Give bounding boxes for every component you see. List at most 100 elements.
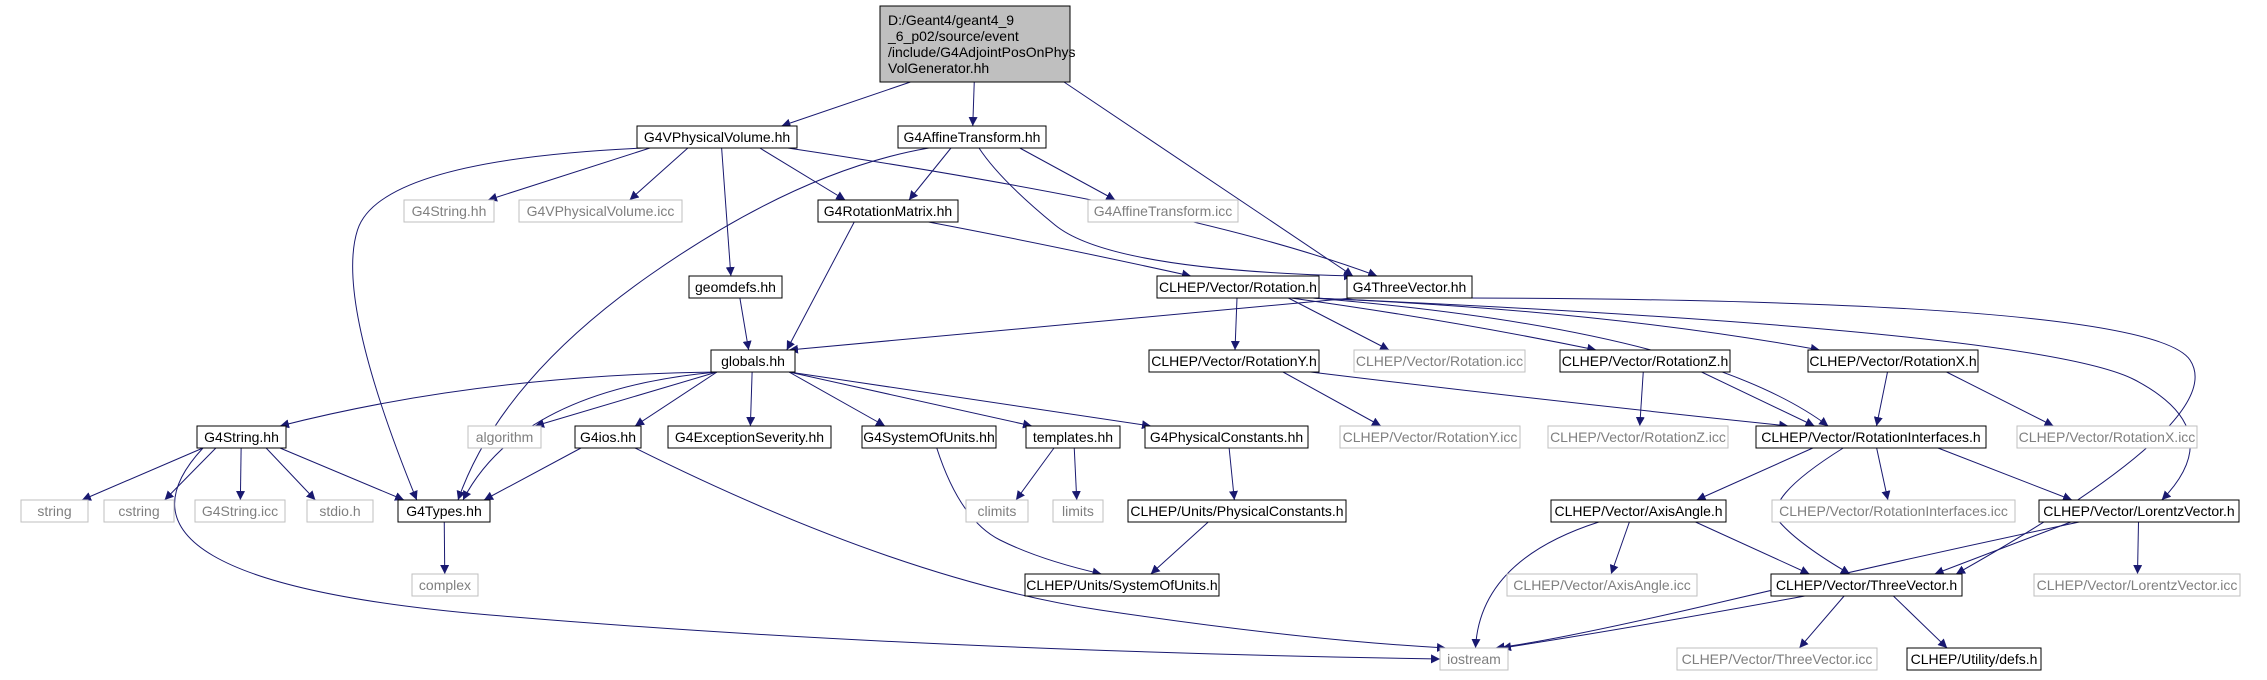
node-box	[1547, 425, 1729, 449]
edge-lorentz-to-clhep_threevector	[1934, 521, 2072, 575]
node-box	[1506, 573, 1698, 597]
node-geomdefs[interactable]: geomdefs.hh	[688, 275, 783, 299]
edge-axisangle-to-iostream	[1471, 521, 1600, 649]
edge-axisangle-to-axisangle_icc	[1609, 521, 1630, 575]
edge-globals-to-templates	[788, 371, 1033, 429]
node-label: CLHEP/Units/SystemOfUnits.h	[1026, 577, 1217, 593]
edge-g4string-to-string	[81, 447, 204, 501]
node-box	[1148, 349, 1320, 373]
edge-g4string-to-iostream	[174, 447, 1441, 664]
node-defs[interactable]: CLHEP/Utility/defs.h	[1906, 647, 2042, 671]
node-exception[interactable]: G4ExceptionSeverity.hh	[667, 425, 832, 449]
node-box	[1156, 275, 1320, 299]
node-clhep_sysunits[interactable]: CLHEP/Units/SystemOfUnits.h	[1024, 573, 1220, 597]
edge-rotinterfaces-to-rotinterfaces_icc	[1876, 447, 1891, 501]
node-label: climits	[978, 503, 1017, 519]
edge-axisangle-to-clhep_threevector	[1695, 521, 1810, 575]
node-label: CLHEP/Vector/RotationZ.icc	[1550, 429, 1726, 445]
node-box	[1807, 349, 1979, 373]
edge-affine-to-threevector	[978, 147, 1354, 281]
node-box	[1025, 425, 1121, 449]
node-cstring: cstring	[103, 499, 175, 523]
node-box	[467, 425, 542, 449]
node-label: G4VPhysicalVolume.hh	[644, 129, 790, 145]
node-g4ios[interactable]: G4ios.hh	[574, 425, 642, 449]
edge-root-to-affine	[968, 81, 978, 127]
node-label: G4SystemOfUnits.hh	[863, 429, 995, 445]
node-box	[688, 275, 783, 299]
node-box	[710, 349, 796, 373]
edge-g4string-to-g4types	[279, 447, 405, 501]
edge-rotationy-to-rotationy_icc	[1282, 371, 1382, 427]
node-box	[196, 425, 287, 449]
node-box	[403, 199, 495, 223]
node-g4string[interactable]: G4String.hh	[196, 425, 287, 449]
node-label: CLHEP/Vector/LorentzVector.h	[2043, 503, 2234, 519]
node-g4types[interactable]: G4Types.hh	[397, 499, 491, 523]
node-rotationz[interactable]: CLHEP/Vector/RotationZ.h	[1559, 349, 1731, 373]
node-box	[1439, 647, 1509, 671]
node-box	[2038, 499, 2240, 523]
node-label: G4AffineTransform.hh	[904, 129, 1041, 145]
node-rotinterfaces[interactable]: CLHEP/Vector/RotationInterfaces.h	[1755, 425, 1987, 449]
node-iostream: iostream	[1439, 647, 1509, 671]
node-root[interactable]: D:/Geant4/geant4_9_6_p02/source/event/in…	[879, 5, 1076, 83]
node-g4string_icc: G4String.icc	[194, 499, 286, 523]
node-box	[1559, 349, 1731, 373]
node-threevector[interactable]: G4ThreeVector.hh	[1346, 275, 1473, 299]
node-complex: complex	[411, 573, 479, 597]
edge-rotation-to-rotationz	[1290, 297, 1597, 353]
node-label: CLHEP/Vector/RotationZ.h	[1562, 353, 1729, 369]
node-threevector_icc: CLHEP/Vector/ThreeVector.icc	[1676, 647, 1878, 671]
node-box	[1771, 499, 2016, 523]
edge-rotationx-to-rotinterfaces	[1873, 371, 1888, 427]
node-templates[interactable]: templates.hh	[1025, 425, 1121, 449]
node-rotationy[interactable]: CLHEP/Vector/RotationY.h	[1148, 349, 1320, 373]
node-globals[interactable]: globals.hh	[710, 349, 796, 373]
node-clhep_threevector[interactable]: CLHEP/Vector/ThreeVector.h	[1770, 573, 1963, 597]
edge-root-to-vphys	[781, 81, 911, 128]
edge-affine-to-affine_icc	[1019, 147, 1116, 201]
node-rotation[interactable]: CLHEP/Vector/Rotation.h	[1156, 275, 1320, 299]
node-affine[interactable]: G4AffineTransform.hh	[897, 125, 1047, 149]
edge-rotation-to-rotationx	[1312, 297, 1820, 353]
node-label: G4ThreeVector.hh	[1353, 279, 1467, 295]
node-label: G4RotationMatrix.hh	[824, 203, 952, 219]
node-label: G4Types.hh	[406, 503, 482, 519]
node-label: CLHEP/Vector/Rotation.h	[1159, 279, 1317, 295]
node-box	[1127, 499, 1347, 523]
node-rotationx[interactable]: CLHEP/Vector/RotationX.h	[1807, 349, 1979, 373]
edge-globals-to-g4ios	[634, 371, 718, 427]
edge-globals-to-exception	[746, 371, 756, 427]
edge-globals-to-sysunits	[788, 371, 886, 427]
node-lorentz[interactable]: CLHEP/Vector/LorentzVector.h	[2038, 499, 2240, 523]
node-label: CLHEP/Vector/ThreeVector.h	[1776, 577, 1957, 593]
edge-root-to-threevector	[1063, 81, 1354, 277]
node-axisangle[interactable]: CLHEP/Vector/AxisAngle.h	[1550, 499, 1727, 523]
node-box	[20, 499, 89, 523]
node-rotinterfaces_icc: CLHEP/Vector/RotationInterfaces.icc	[1771, 499, 2016, 523]
node-box	[879, 5, 1071, 83]
edge-vphys-to-vphys_icc	[629, 147, 689, 201]
node-label: CLHEP/Vector/ThreeVector.icc	[1682, 651, 1873, 667]
node-sysunits[interactable]: G4SystemOfUnits.hh	[861, 425, 997, 449]
node-physconst[interactable]: G4PhysicalConstants.hh	[1144, 425, 1309, 449]
file-nodes: D:/Geant4/geant4_9_6_p02/source/event/in…	[20, 5, 2241, 671]
edge-physconst-to-clhep_physconst	[1228, 447, 1238, 501]
node-box	[194, 499, 286, 523]
node-rotmatrix[interactable]: G4RotationMatrix.hh	[817, 199, 959, 223]
node-rotationy_icc: CLHEP/Vector/RotationY.icc	[1339, 425, 1521, 449]
node-affine_icc: G4AffineTransform.icc	[1087, 199, 1239, 223]
node-label: G4PhysicalConstants.hh	[1150, 429, 1303, 445]
node-label: G4String.icc	[202, 503, 278, 519]
edge-rotation-to-rotation_icc	[1288, 297, 1390, 351]
edge-affine-to-rotmatrix	[908, 147, 952, 201]
node-box	[1550, 499, 1727, 523]
node-vphys[interactable]: G4VPhysicalVolume.hh	[636, 125, 798, 149]
node-box	[667, 425, 832, 449]
node-clhep_physconst[interactable]: CLHEP/Units/PhysicalConstants.h	[1127, 499, 1347, 523]
node-label: CLHEP/Utility/defs.h	[1911, 651, 2038, 667]
node-box	[1770, 573, 1963, 597]
edge-templates-to-climits	[1015, 447, 1055, 501]
node-label: templates.hh	[1033, 429, 1113, 445]
